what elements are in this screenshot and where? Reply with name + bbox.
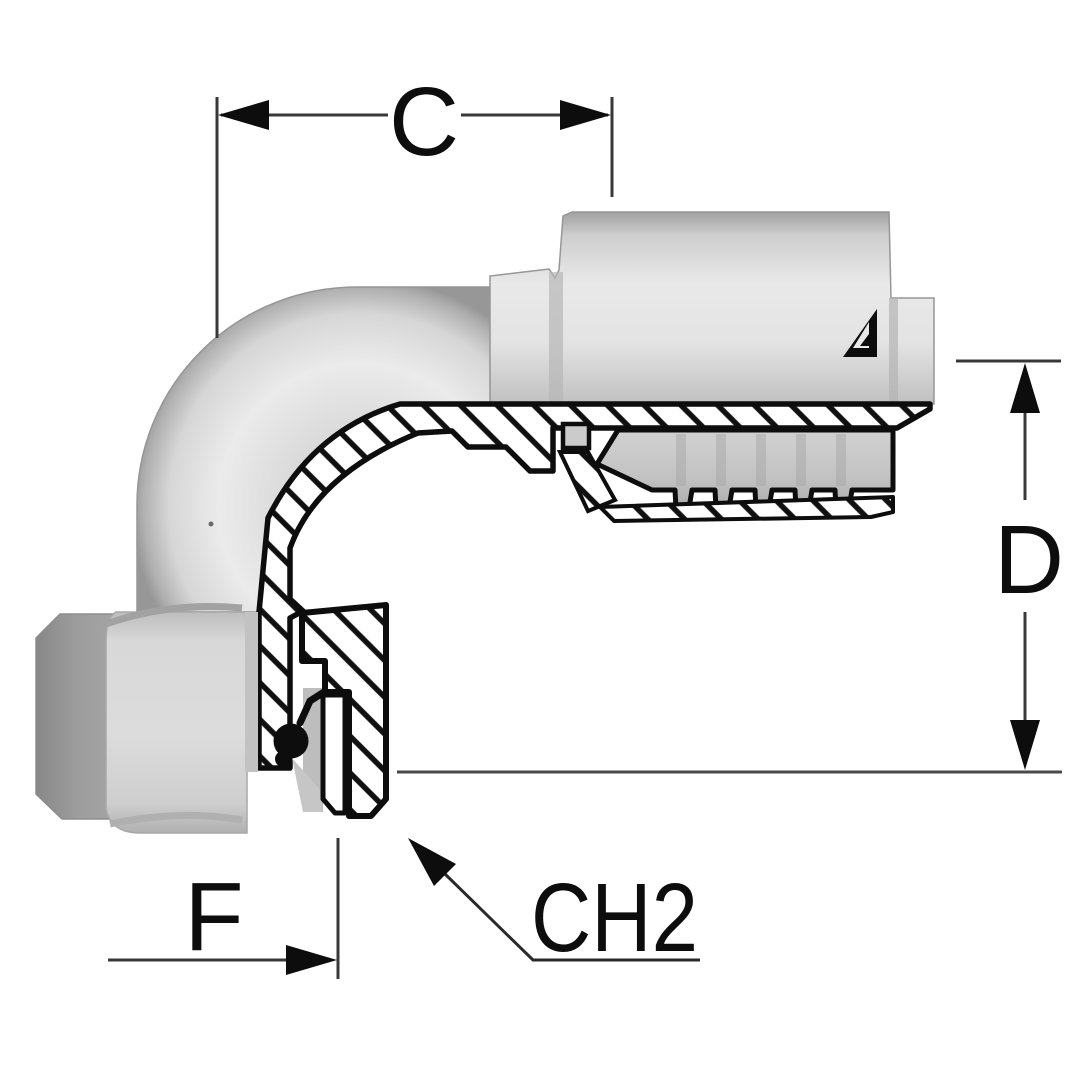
bore-surface-left [245,612,258,772]
stem-shading-stripes [676,434,846,486]
dim-c-arrow-right [560,100,611,130]
dimension-d [397,359,1062,774]
ch2-leader-line [443,872,700,962]
stem-lock-ring [560,421,592,451]
dimension-c [215,97,614,338]
seal-seat-line [296,688,328,727]
callout-ch2 [408,838,700,962]
nut-light-facet [105,611,248,834]
dim-f-label: F [184,862,243,971]
dim-c-arrow-left [218,100,269,130]
nut-section-hatch [299,602,389,819]
stem-pilot-sleeve [320,692,348,816]
bore-shadow-under-oring [292,758,322,812]
dim-d-label: D [994,505,1064,614]
dim-c-label: C [389,67,459,176]
shell-end-seam [889,298,898,402]
hose-stem [556,421,896,523]
stem-nose-wedge-hatch [556,450,618,514]
dim-d-arrow-down [1010,720,1040,770]
swivel-nut [35,603,323,834]
tube-wall-section-hatch [256,401,933,771]
crimp-shell-body [489,211,935,405]
ch2-label: CH2 [531,863,698,972]
crimp-shell [489,211,935,405]
dim-f-arrow [286,945,337,975]
ch2-leader-arrow [408,838,456,886]
dimension-f [108,838,340,979]
surface-speck [208,521,214,527]
nut-section [273,602,389,819]
nut-top-chamfer-shadow [93,603,243,632]
shell-lower-wall-hatch [598,495,895,523]
shell-collar-seam [549,272,563,402]
dim-d-arrow-up [1010,363,1040,413]
o-ring [273,723,309,767]
nut-bottom-chamfer-shadow [109,811,243,828]
manufacturer-logo-icon [843,309,877,357]
